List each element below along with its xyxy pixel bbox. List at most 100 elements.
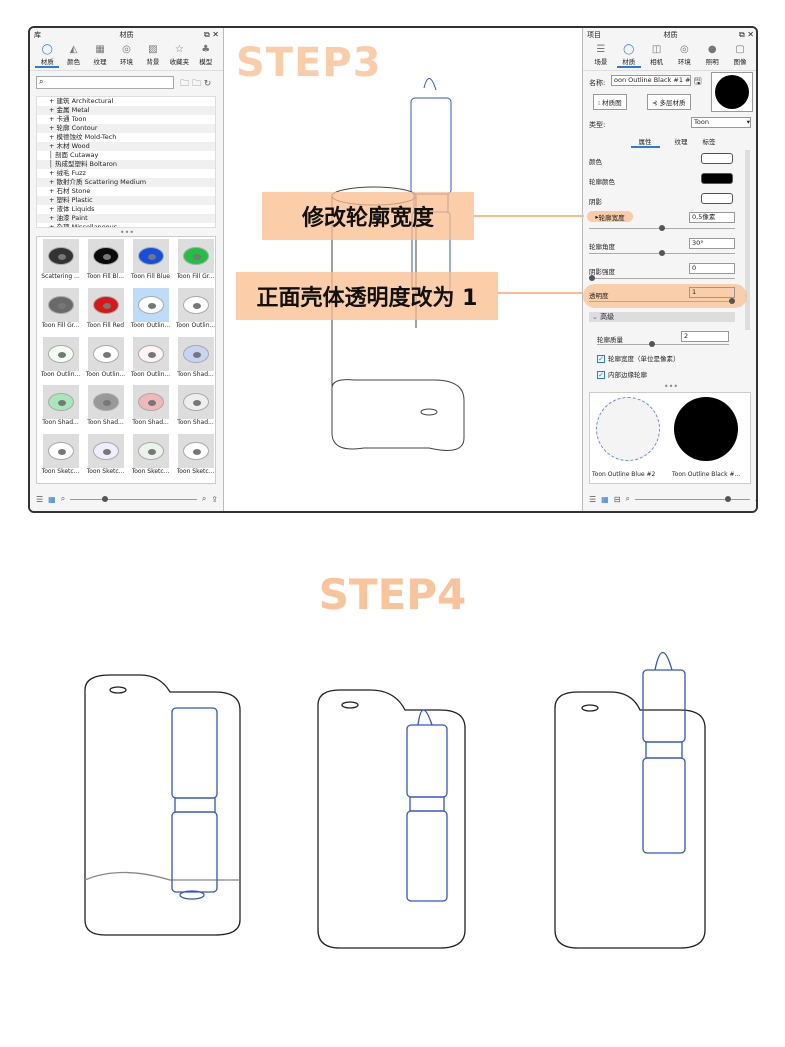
subtab-labels[interactable]: 标签: [702, 138, 716, 146]
shadow-strength-slider[interactable]: [589, 275, 735, 281]
splitter-handle[interactable]: •••: [119, 228, 135, 237]
zoom-in-icon[interactable]: ⌕: [201, 494, 207, 503]
tree-item[interactable]: + 油漆 Paint: [37, 214, 215, 223]
tree-view-icon[interactable]: ⊟: [613, 494, 621, 504]
inner-edge-outline-checkbox[interactable]: ✓内部边缘轮廓: [597, 371, 647, 379]
tree-item[interactable]: │ 热成型塑料 Boltaron: [37, 160, 215, 169]
tree-item[interactable]: + 杂项 Miscellaneous: [49, 223, 118, 228]
material-thumbnail[interactable]: Toon Shad...: [174, 385, 215, 432]
outline-angle-slider[interactable]: [589, 250, 735, 256]
shadow-strength-input[interactable]: 0: [689, 263, 735, 274]
tree-item[interactable]: │ 剖面 Cutaway: [49, 151, 99, 159]
material-thumbnail[interactable]: Toon Shad...: [84, 385, 127, 432]
environment-icon: ◎: [680, 44, 689, 55]
zoom-in-icon[interactable]: ⌕: [755, 494, 756, 504]
tab-environment[interactable]: ◎环境: [672, 44, 696, 68]
folder-actions-icon[interactable]: 🗀 🗀 ↻: [180, 79, 212, 89]
transparency-slider[interactable]: [589, 298, 735, 304]
upload-icon[interactable]: ⇪: [211, 494, 218, 504]
list-view-icon[interactable]: ☰: [589, 494, 597, 504]
material-thumbnail[interactable]: Toon Outlin...: [174, 287, 215, 335]
thumbnail-label: Toon Shad...: [177, 419, 214, 427]
material-thumbnail[interactable]: Toon Shad...: [174, 336, 215, 384]
tree-item[interactable]: + 绒毛 Fuzz: [49, 169, 86, 177]
3d-viewport[interactable]: [224, 28, 582, 511]
material-thumbnail[interactable]: Toon Outlin...: [84, 336, 127, 384]
tree-item[interactable]: + 散射介质 Scattering Medium: [37, 178, 215, 187]
tab-lighting[interactable]: ●照明: [700, 44, 724, 68]
material-thumbnail[interactable]: Toon Shad...: [129, 385, 172, 432]
material-thumbnail[interactable]: Toon Shad...: [39, 385, 82, 432]
material-thumbnail[interactable]: Scattering ...: [39, 239, 82, 286]
outline-width-slider[interactable]: [589, 225, 735, 231]
preview-outline-blue[interactable]: [596, 397, 660, 461]
outline-quality-input[interactable]: 2: [681, 331, 729, 342]
multilayer-material-button[interactable]: ⊰ 多层材质: [647, 94, 691, 110]
material-thumbnail[interactable]: Toon Sketc...: [84, 434, 127, 481]
tab-background[interactable]: ▨背景: [141, 44, 165, 68]
tree-item[interactable]: + 液体 Liquids: [49, 205, 95, 213]
tab-environment[interactable]: ◎环境: [114, 44, 138, 68]
save-icon[interactable]: 🖫: [694, 77, 702, 87]
tree-item[interactable]: + 轮廓 Contour: [37, 124, 215, 133]
material-thumbnail[interactable]: Toon Fill Gr...: [39, 287, 82, 335]
outline-angle-input[interactable]: 30°: [689, 238, 735, 249]
zoom-out-icon[interactable]: ⌕: [625, 494, 630, 503]
tab-scene[interactable]: ☰场景: [589, 44, 613, 68]
search-input[interactable]: ⌕: [36, 76, 174, 89]
tree-item[interactable]: + 金属 Metal: [37, 106, 215, 115]
close-icon[interactable]: ⧉ ✕: [739, 30, 754, 39]
material-thumbnail[interactable]: Toon Outlin...: [129, 336, 172, 384]
tab-model[interactable]: ♣模型: [194, 44, 218, 68]
tree-item[interactable]: + 建筑 Architectural: [49, 97, 114, 105]
material-icon: ◯: [41, 44, 53, 55]
outline-color-swatch[interactable]: [701, 173, 733, 184]
tree-item[interactable]: + 木材 Wood: [37, 142, 215, 151]
tab-color[interactable]: ◭颜色: [62, 44, 86, 68]
material-thumbnail[interactable]: Toon Sketc...: [129, 434, 172, 481]
grid-view-icon[interactable]: ▦: [48, 494, 56, 504]
name-input[interactable]: oon Outline Black #1 #1: [611, 75, 691, 86]
shadow-swatch[interactable]: [701, 193, 733, 204]
splitter-handle[interactable]: •••: [663, 382, 679, 391]
tab-favorites[interactable]: ☆收藏夹: [167, 44, 191, 68]
material-thumbnail[interactable]: Toon Fill Bl...: [84, 239, 127, 286]
material-thumbnail[interactable]: Toon Outlin...: [39, 336, 82, 384]
tree-item[interactable]: + 卡通 Toon: [49, 115, 87, 123]
tree-item[interactable]: + 石材 Stone: [49, 187, 91, 195]
outline-width-pixels-checkbox[interactable]: ✓轮廓宽度（单位是像素）: [597, 355, 680, 363]
subtab-properties[interactable]: 属性: [630, 136, 660, 148]
transparency-input[interactable]: 1: [689, 287, 735, 298]
material-thumbnail[interactable]: Toon Fill Blue: [129, 239, 172, 286]
tab-texture[interactable]: ▦纹理: [88, 44, 112, 68]
subtab-textures[interactable]: 纹理: [674, 138, 688, 146]
tab-material[interactable]: ◯材质: [616, 44, 641, 68]
material-thumbnail[interactable]: Toon Outlin...: [129, 287, 172, 335]
material-thumbnail[interactable]: Toon Sketc...: [174, 434, 215, 481]
tab-camera[interactable]: ◫相机: [645, 44, 669, 68]
tree-item[interactable]: + 模德蚀纹 Mold-Tech: [49, 133, 117, 141]
thumbnail-size-slider[interactable]: [634, 495, 751, 502]
tab-material[interactable]: ◯材质: [35, 44, 60, 68]
device-transparent: [84, 674, 241, 936]
close-icon[interactable]: ⧉ ✕: [204, 30, 219, 39]
material-thumbnail[interactable]: Toon Fill Red: [84, 287, 127, 335]
scrollbar[interactable]: [745, 150, 750, 330]
list-view-icon[interactable]: ☰: [36, 494, 44, 504]
material-graph-button[interactable]: ⁝ 材质图: [593, 94, 627, 110]
tab-label: 颜色: [67, 58, 81, 66]
thumbnail-size-slider[interactable]: [70, 495, 197, 502]
color-swatch[interactable]: [701, 153, 733, 164]
material-thumbnail[interactable]: Toon Sketc...: [39, 434, 82, 481]
grid-view-icon[interactable]: ▦: [601, 494, 609, 504]
tab-image[interactable]: ▢图像: [728, 44, 752, 68]
outline-width-input[interactable]: 0,5像素: [689, 212, 735, 223]
outline-quality-slider[interactable]: [597, 341, 729, 347]
advanced-section[interactable]: ⌄ 高级: [589, 312, 735, 322]
preview-outline-black[interactable]: [674, 397, 738, 461]
tab-label: 环境: [119, 58, 133, 66]
tree-item[interactable]: + 塑料 Plastic: [37, 196, 215, 205]
material-thumbnail[interactable]: Toon Fill Gr...: [174, 239, 215, 286]
type-select[interactable]: Toon▾: [691, 117, 751, 128]
zoom-out-icon[interactable]: ⌕: [60, 494, 66, 503]
